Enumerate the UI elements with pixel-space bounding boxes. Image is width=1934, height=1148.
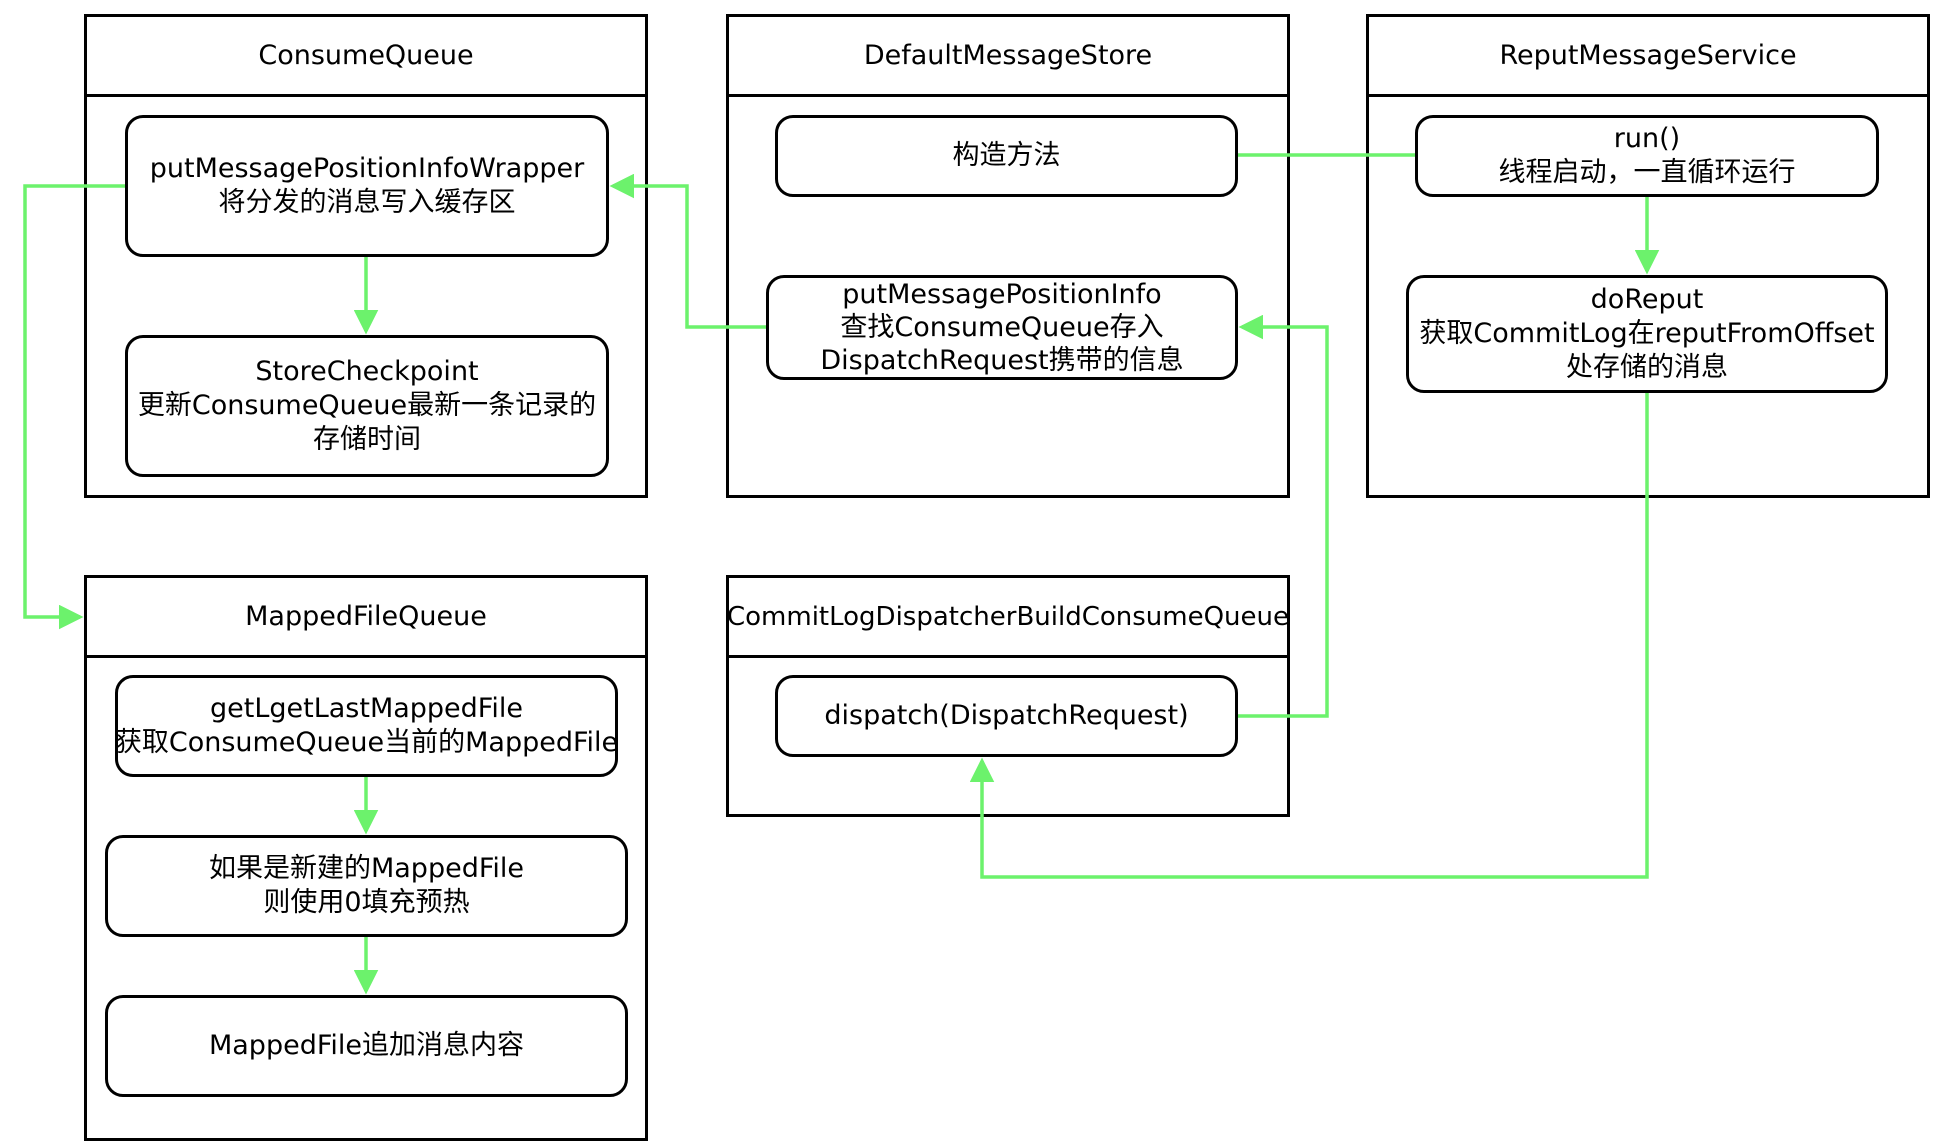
node-dispatch-label: dispatch(DispatchRequest) xyxy=(824,700,1189,731)
node-append-content[interactable]: MappedFile追加消息内容 xyxy=(105,995,628,1097)
node-get-last-mapped-file-line1: getLgetLastMappedFile xyxy=(209,693,523,724)
node-put-wrapper-line1: putMessagePositionInfoWrapper xyxy=(149,153,585,184)
node-put-wrapper-line2: 将分发的消息写入缓存区 xyxy=(218,187,516,218)
node-get-last-mapped-file[interactable]: getLgetLastMappedFile 获取ConsumeQueue当前的M… xyxy=(115,675,618,777)
node-store-checkpoint-line2: 更新ConsumeQueue最新一条记录的存储时间 xyxy=(137,390,597,455)
node-new-mapped-file[interactable]: 如果是新建的MappedFile 则使用0填充预热 xyxy=(105,835,628,937)
node-run-line1: run() xyxy=(1613,123,1681,154)
node-dispatch[interactable]: dispatch(DispatchRequest) xyxy=(775,675,1238,757)
node-put-position-info-line3: DispatchRequest携带的信息 xyxy=(820,345,1184,376)
node-store-checkpoint-line1: StoreCheckpoint xyxy=(255,356,479,387)
node-run-line2: 线程启动，一直循环运行 xyxy=(1498,157,1796,188)
node-get-last-mapped-file-line2: 获取ConsumeQueue当前的MappedFile xyxy=(115,727,618,758)
node-append-content-label: MappedFile追加消息内容 xyxy=(208,1030,525,1061)
group-default-message-store: DefaultMessageStore xyxy=(726,14,1290,498)
node-do-reput-line1: doReput xyxy=(1590,284,1704,315)
connector-put-position-info-wrapper xyxy=(609,173,766,329)
connector-do-reput-dispatch xyxy=(969,393,1649,879)
node-store-checkpoint[interactable]: StoreCheckpoint 更新ConsumeQueue最新一条记录的存储时… xyxy=(125,335,609,477)
node-put-position-info-line1: putMessagePositionInfo xyxy=(842,279,1162,310)
node-do-reput-line2: 获取CommitLog在reputFromOffset xyxy=(1419,318,1875,349)
node-do-reput[interactable]: doReput 获取CommitLog在reputFromOffset 处存储的… xyxy=(1406,275,1888,393)
node-put-position-info-line2: 查找ConsumeQueue存入 xyxy=(840,312,1164,343)
node-constructor-label: 构造方法 xyxy=(952,140,1061,171)
group-default-message-store-title: DefaultMessageStore xyxy=(729,17,1287,97)
node-put-message-position-info[interactable]: putMessagePositionInfo 查找ConsumeQueue存入 … xyxy=(766,275,1238,380)
group-mapped-file-queue-title: MappedFileQueue xyxy=(87,578,645,658)
connector-wrapper-mapped-file-queue xyxy=(23,184,125,630)
connector-dispatch-put-position-info xyxy=(1238,314,1329,718)
group-reput-message-service-title: ReputMessageService xyxy=(1369,17,1927,97)
node-constructor[interactable]: 构造方法 xyxy=(775,115,1238,197)
node-new-mapped-file-line2: 则使用0填充预热 xyxy=(263,887,470,918)
node-run[interactable]: run() 线程启动，一直循环运行 xyxy=(1415,115,1879,197)
node-new-mapped-file-line1: 如果是新建的MappedFile xyxy=(208,853,525,884)
group-consume-queue-title: ConsumeQueue xyxy=(87,17,645,97)
group-dispatcher-title: CommitLogDispatcherBuildConsumeQueue xyxy=(727,578,1289,658)
node-do-reput-line3: 处存储的消息 xyxy=(1566,352,1728,383)
node-put-message-position-info-wrapper[interactable]: putMessagePositionInfoWrapper 将分发的消息写入缓存… xyxy=(125,115,609,257)
